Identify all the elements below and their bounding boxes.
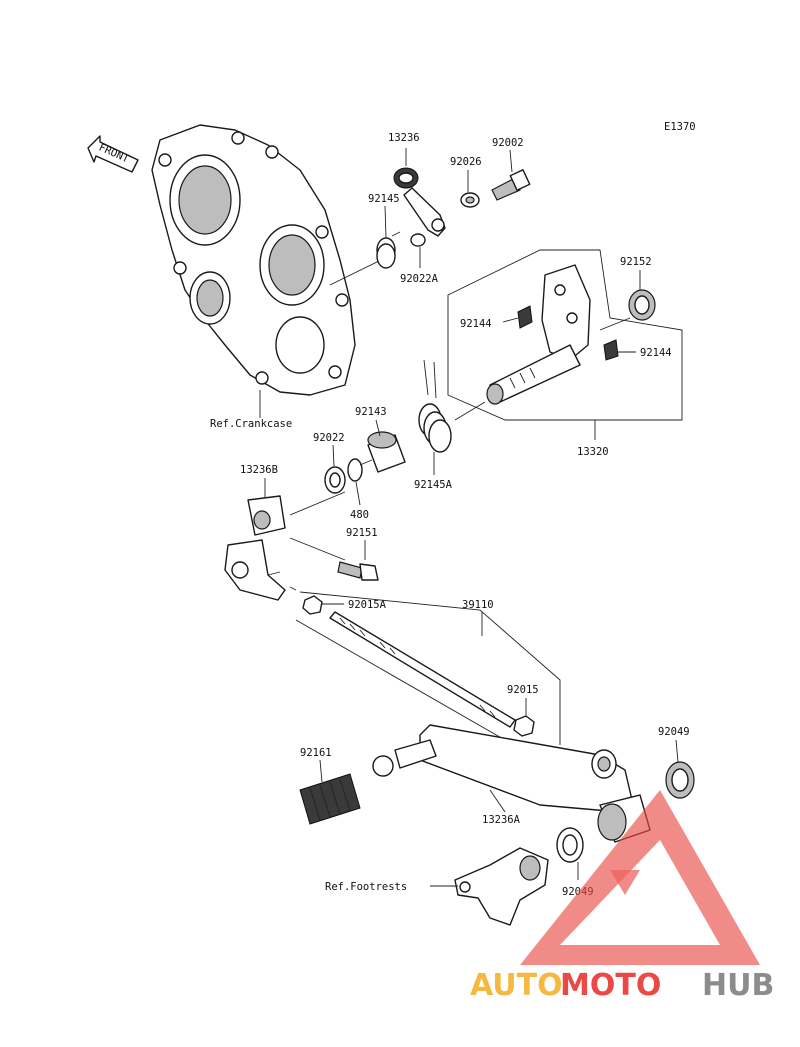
part-92152-seal [628,289,656,321]
part-92151-bolt [337,561,379,581]
part-92145-spring [376,231,401,269]
label-92022: 92022 [313,432,345,444]
part-13236-arm [393,167,446,237]
part-92144-spring-b [603,339,619,361]
label-13236: 13236 [388,132,420,144]
label-92144-b: 92144 [640,347,672,359]
part-92049-seal-b [556,827,584,863]
watermark-text: AUTO MOTO HUB [470,968,774,1003]
ref-crankcase-label: Ref.Crankcase [210,418,292,430]
crankcase-cover [151,124,356,418]
label-92026: 92026 [450,156,482,168]
label-92145: 92145 [368,193,400,205]
label-92152: 92152 [620,256,652,268]
label-480: 480 [350,509,369,521]
footrest-bracket [454,847,549,926]
label-92151: 92151 [346,527,378,539]
part-92022-washer [324,466,346,494]
part-13236A-shift-pedal [419,724,651,843]
front-arrow-icon: FRONT [87,135,139,173]
label-13320: 13320 [577,446,609,458]
label-92049-a: 92049 [658,726,690,738]
label-92015A: 92015A [348,599,387,611]
watermark-auto: AUTO [470,968,563,1003]
label-92022A: 92022A [400,273,439,285]
label-13236B: 13236B [240,464,278,476]
label-92143: 92143 [355,406,387,418]
watermark-moto: MOTO [560,968,661,1003]
part-480-circlip [347,458,363,482]
part-92015-nut [513,715,535,737]
part-92022A-washer [410,233,426,247]
watermark-logo [520,790,760,965]
part-92144-spring-a [517,305,533,329]
label-92015: 92015 [507,684,539,696]
part-92002-bolt [491,169,531,201]
label-92161: 92161 [300,747,332,759]
part-92015A-nut [302,595,323,615]
ref-footrests-label: Ref.Footrests [325,881,407,893]
part-13320-shift-shaft [486,264,591,405]
label-92002: 92002 [492,137,524,149]
watermark-hub: HUB [702,968,774,1003]
part-39110-tie-rod [329,611,516,728]
part-92161-pedal-rubber [299,739,437,825]
label-39110: 39110 [462,599,494,611]
label-92145A: 92145A [414,479,453,491]
part-92049-seal-a [665,761,695,799]
diagram-code: E1370 [664,121,696,133]
part-13236B-lever [224,495,297,601]
label-13236A: 13236A [482,814,521,826]
part-92143-collar [367,431,406,473]
part-92145A-spring [418,359,452,453]
part-92026-washer [460,192,480,208]
label-92144-a: 92144 [460,318,492,330]
